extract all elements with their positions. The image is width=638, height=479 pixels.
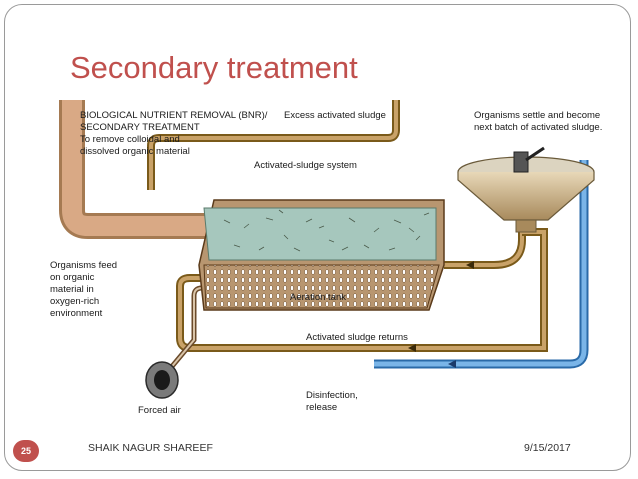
label-feed-1: Organisms feed — [50, 260, 117, 271]
label-excess-sludge: Excess activated sludge — [284, 110, 386, 121]
label-settle-2: next batch of activated sludge. — [474, 122, 602, 133]
label-activated-system: Activated-sludge system — [254, 160, 357, 171]
influent-pipe — [62, 100, 214, 236]
treatment-diagram: BIOLOGICAL NUTRIENT REMOVAL (BNR)/ SECON… — [44, 100, 610, 428]
label-bnr-1: BIOLOGICAL NUTRIENT REMOVAL (BNR)/ — [80, 110, 268, 121]
flow-arrow-1 — [466, 261, 474, 269]
footer-author: SHAIK NAGUR SHAREEF — [88, 442, 213, 454]
label-bnr-2: SECONDARY TREATMENT — [80, 122, 200, 133]
clarifier-base — [515, 219, 537, 233]
label-disinfection-1: Disinfection, — [306, 390, 358, 401]
slide-title: Secondary treatment — [70, 50, 358, 85]
label-forced-air: Forced air — [138, 405, 181, 416]
label-feed-3: material in — [50, 284, 94, 295]
label-feed-4: oxygen-rich — [50, 296, 99, 307]
flow-arrow-3 — [448, 360, 456, 368]
label-aeration-tank: Aeration tank — [290, 292, 346, 303]
page-number-badge: 25 — [13, 440, 39, 462]
label-bnr-4: dissolved organic material — [80, 146, 190, 157]
clarifier-arm — [525, 146, 545, 162]
label-bnr-3: To remove colloidal and — [80, 134, 180, 145]
diagram-svg: BIOLOGICAL NUTRIENT REMOVAL (BNR)/ SECON… — [44, 100, 610, 428]
label-settle-1: Organisms settle and become — [474, 110, 600, 121]
aeration-diffusers — [203, 264, 440, 309]
footer-date: 9/15/2017 — [524, 442, 571, 454]
blower-intake — [154, 370, 170, 390]
microorganisms — [223, 209, 430, 252]
label-sludge-returns: Activated sludge returns — [306, 332, 408, 343]
tank-to-clarifier-pipe — [444, 218, 524, 267]
excess-sludge-pipe — [149, 100, 398, 190]
label-feed-5: environment — [50, 308, 103, 319]
label-feed-2: on organic — [50, 272, 95, 283]
label-disinfection-2: release — [306, 402, 337, 413]
aeration-tank-water — [203, 207, 437, 261]
flow-arrow-2 — [408, 344, 416, 352]
effluent-pipe — [374, 160, 587, 367]
clarifier-motor — [513, 151, 529, 173]
